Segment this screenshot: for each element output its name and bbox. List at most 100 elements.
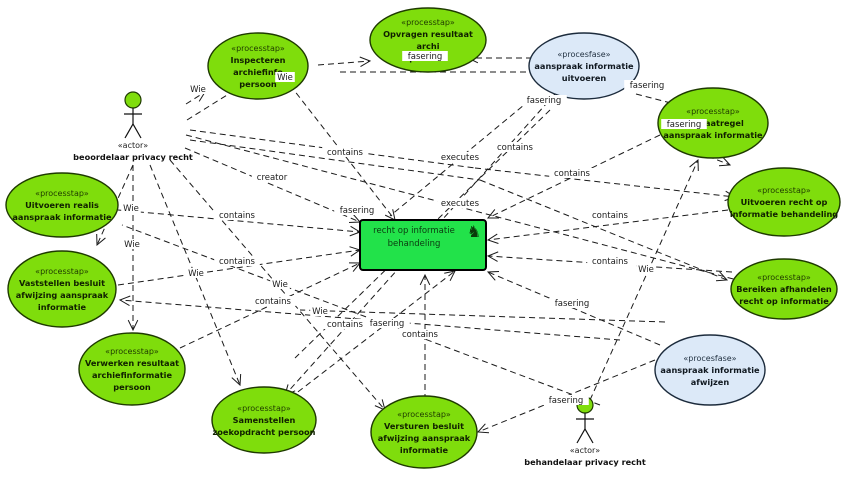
processtap-ellipse[interactable] [730,258,838,320]
central-title-line1: recht op informatie [373,226,455,236]
edge-label: Wie [190,85,206,95]
dependency-edge[interactable] [185,134,761,287]
processtap-ellipse[interactable] [370,395,478,469]
processtap-ellipse[interactable] [727,167,841,237]
edge-label: contains [327,320,364,330]
processtap-ellipse[interactable] [369,7,487,73]
edge-label: executes [441,199,480,209]
dependency-edge[interactable] [299,309,666,323]
node-name-line: persoon [113,382,151,392]
edge-label: fasering [370,319,405,329]
node-stereotype: «processtap» [686,107,740,116]
dependency-edge[interactable] [185,91,206,105]
edge-label-bg [364,318,410,328]
dependency-edge[interactable] [184,147,361,223]
central-element[interactable]: recht op informatie behandeling ♞ [359,219,487,271]
dependency-edge[interactable] [117,209,361,233]
node-name-line: informatie behandeling [730,209,838,219]
node-processtap-n7[interactable]: «processtap»Vaststellen besluitafwijzing… [7,250,117,328]
edge-label: Wie [277,73,293,83]
arrowhead [231,373,242,387]
node-name-line: archi [416,41,439,51]
edge-label: contains [402,330,439,340]
actor-1[interactable]: «actor»beoordelaar privacy recht [73,91,193,162]
central-title-line2: behandeling [388,239,441,249]
arrowhead [348,262,362,272]
edge-label-bg [334,205,380,215]
processtap-ellipse[interactable] [657,87,769,159]
node-name-line: Samenstellen [233,415,296,425]
node-processtap-n6[interactable]: «processtap»Uitvoeren recht opinformatie… [727,167,841,237]
edge-label: contains [592,211,629,221]
dependency-edge[interactable] [186,81,249,121]
dependency-edge[interactable] [179,262,361,349]
edge-label: fasering [667,120,702,130]
edge-label: contains [327,148,364,158]
node-stereotype: «processtap» [35,267,89,276]
procesfase-ellipse[interactable] [528,32,640,100]
edge-label-bg [661,119,707,129]
edge-label-bg [437,152,483,162]
dependency-edge[interactable] [474,167,736,198]
node-name-line: persoon [239,79,277,89]
dependency-edge[interactable] [117,249,361,286]
edge-label: fasering [630,81,665,91]
edge-label-bg [624,80,670,90]
edge-label: contains [219,257,256,267]
arrowhead [359,56,372,67]
processtap-ellipse[interactable] [78,332,186,406]
node-stereotype: «processtap» [397,410,451,419]
actor-2[interactable]: «actor»behandelaar privacy recht [524,396,646,467]
arrowhead [486,233,499,244]
edge-label: contains [554,169,591,179]
arrowhead [96,233,106,247]
processtap-ellipse[interactable] [5,172,119,238]
procesfase-ellipse[interactable] [654,334,766,406]
node-processtap-n2[interactable]: «processtap»Opvragen resultaatarchiperso… [369,7,487,73]
arrowhead [419,273,431,286]
dependency-edge[interactable] [487,271,661,346]
processtap-ellipse[interactable] [211,386,317,454]
arrowhead [486,251,499,262]
node-name-line: Inspecteren [231,55,286,65]
node-stereotype: «processtap» [105,347,159,356]
edge-label-bg [492,142,538,152]
node-name-line: zoekopdracht persoon [213,427,316,437]
node-processtap-n1[interactable]: «processtap»Inspecterenarchiefinfopersoo… [207,32,309,100]
central-box[interactable] [359,219,487,271]
dependency-edge[interactable] [289,270,456,399]
node-name-line: Opvragen resultaat [383,29,473,39]
edge-label-bg [587,256,633,266]
processtap-ellipse[interactable] [7,250,117,328]
edge-label-bg [397,329,443,339]
dependency-edge[interactable] [189,139,481,181]
actor-name: behandelaar privacy recht [524,457,646,467]
edge-label: contains [497,143,534,153]
dependency-edge[interactable] [121,224,601,406]
node-name-line: afwijzing aanspraak [378,433,471,443]
arrowhead [384,209,396,221]
dependency-edge[interactable] [317,60,371,66]
edge-label-bg [214,210,260,220]
edge-label: Wie [188,269,204,279]
dependency-edge[interactable] [589,159,699,401]
node-name-line: Verwerken resultaat [85,358,179,368]
node-processtap-n9[interactable]: «processtap»Verwerken resultaatarchiefin… [78,332,186,406]
dependency-edge[interactable] [479,179,728,281]
node-procesfase-n3[interactable]: «procesfase»aanspraak informatieuitvoere… [528,32,640,100]
node-name-line: aanspraak informatie [534,61,634,71]
dependency-edge[interactable] [679,144,731,166]
arrowhead [127,319,139,332]
processtap-ellipse[interactable] [207,32,309,100]
edge-label: creator [257,173,288,183]
dependency-edge[interactable] [487,209,729,241]
chess-knight-icon: ♞ [467,222,481,241]
arrowhead [476,423,490,434]
edge-label: Wie [312,307,328,317]
